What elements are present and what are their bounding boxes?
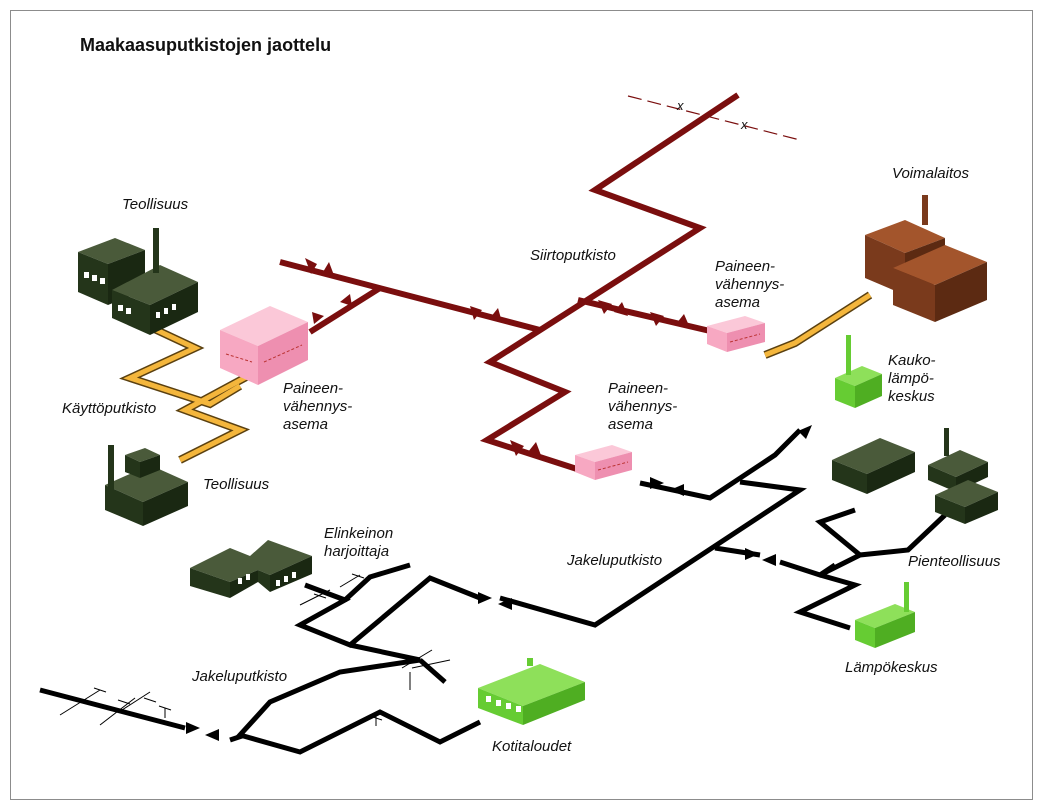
label-district-heating: Kauko- lämpö- keskus (888, 352, 936, 405)
arrow-icon (186, 722, 200, 734)
arrow-icon (798, 425, 812, 439)
diagram-frame (10, 10, 1033, 800)
label-kotitaloudet: Kotitaloudet (492, 738, 572, 755)
arrow-icon (650, 477, 664, 489)
label-pressure-station-left: Paineen- vähennys- asema (283, 380, 353, 433)
arrow-icon (670, 484, 684, 496)
small-industry-building-2 (928, 428, 998, 524)
valve-icon (470, 306, 502, 322)
transmission-station-feed (308, 285, 382, 335)
industry-top-building (78, 228, 198, 335)
valve-icon (510, 440, 542, 458)
valve-icon (305, 258, 335, 278)
business-building (190, 540, 312, 598)
heat-center-building (855, 582, 915, 648)
border-crossing-line (627, 95, 801, 141)
valve-icon (650, 312, 690, 328)
diagram-title: Maakaasuputkistojen jaottelu (80, 35, 332, 55)
label-pienteollisuus: Pienteollisuus (908, 553, 1001, 570)
label-jakeluputkisto-mid: Jakeluputkisto (567, 552, 663, 569)
cut-mark-2: x (740, 117, 748, 132)
valve-icon (312, 294, 352, 324)
arrow-icon (745, 548, 759, 560)
cut-mark-1: x (676, 98, 684, 113)
label-pressure-station-right: Paineen- vähennys- asema (715, 258, 785, 311)
label-teollisuus-bottom: Teollisuus (203, 476, 270, 493)
pressure-station-left (220, 306, 308, 385)
transmission-east-branch (577, 297, 711, 334)
small-industry-building-1 (832, 438, 915, 494)
arrow-icon (762, 554, 776, 566)
transmission-valves (305, 258, 690, 458)
arrow-icon (205, 729, 219, 741)
service-taps (59, 573, 451, 726)
label-pressure-station-mid: Paineen- vähennys- asema (608, 380, 678, 433)
distribution-pipeline (39, 428, 947, 755)
industry-bottom-building (105, 445, 188, 526)
transmission-main-line (479, 92, 740, 473)
transmission-pipeline: x x (279, 92, 801, 473)
household-building (478, 658, 585, 725)
label-teollisuus-top: Teollisuus (122, 196, 189, 213)
distribution-arrows (186, 425, 812, 741)
power-plant-building (865, 195, 987, 322)
label-siirtoputkisto: Siirtoputkisto (530, 247, 616, 264)
label-lampokeskus: Lämpökeskus (845, 659, 938, 676)
arrow-icon (498, 598, 512, 610)
label-elinkeinon-harjoittaja: Elinkeinon harjoittaja (324, 525, 394, 560)
label-voimalaitos: Voimalaitos (892, 165, 969, 182)
service-pipeline (123, 292, 872, 463)
district-heating-building (835, 335, 882, 408)
pressure-station-mid (575, 445, 632, 480)
pressure-station-right (707, 316, 765, 352)
arrow-icon (478, 592, 492, 604)
label-jakeluputkisto-left: Jakeluputkisto (192, 668, 288, 685)
label-kayttoputkisto: Käyttöputkisto (62, 400, 157, 417)
valve-icon (598, 300, 628, 316)
